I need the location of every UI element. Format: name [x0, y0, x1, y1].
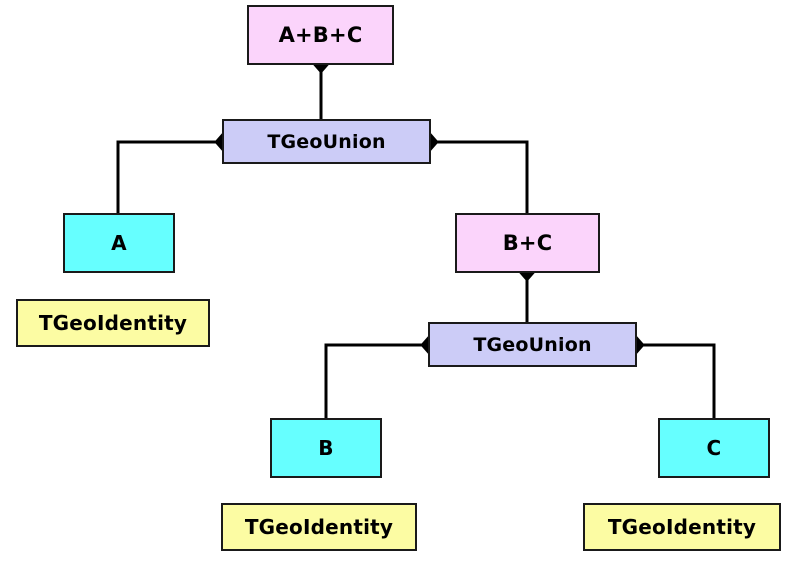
node-tgeoidentity-a[interactable]: TGeoIdentity — [16, 299, 210, 347]
node-shape-c[interactable]: C — [658, 418, 770, 478]
node-tgeounion-child[interactable]: TGeoUnion — [428, 322, 637, 367]
edge-union1-bc — [431, 140, 529, 213]
node-shape-a[interactable]: A — [63, 213, 175, 273]
node-label: A — [111, 231, 127, 255]
node-label: A+B+C — [278, 23, 363, 47]
node-label: TGeoIdentity — [244, 515, 394, 539]
node-tgeounion-root[interactable]: TGeoUnion — [222, 119, 431, 164]
node-tgeoidentity-c[interactable]: TGeoIdentity — [583, 503, 781, 551]
node-label: TGeoUnion — [473, 333, 592, 356]
node-b-plus-c[interactable]: B+C — [455, 213, 600, 273]
node-label: TGeoIdentity — [607, 515, 757, 539]
node-label: B — [318, 436, 334, 460]
node-label: TGeoIdentity — [38, 311, 188, 335]
node-shape-b[interactable]: B — [270, 418, 382, 478]
edge-union1-a — [116, 140, 222, 213]
node-label: B+C — [502, 231, 553, 255]
edge-union2-b — [324, 343, 428, 418]
node-tgeoidentity-b[interactable]: TGeoIdentity — [221, 503, 417, 551]
edge-union2-c — [637, 343, 716, 418]
node-label: TGeoUnion — [267, 130, 386, 153]
node-label: C — [706, 436, 722, 460]
node-a-plus-b-plus-c[interactable]: A+B+C — [247, 5, 394, 65]
